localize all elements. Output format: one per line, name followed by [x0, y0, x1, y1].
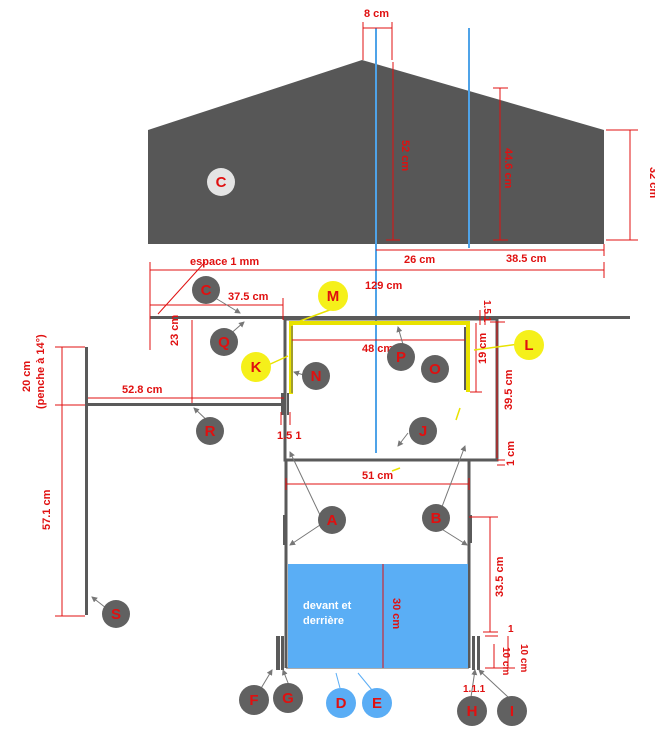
marker-q: Q [210, 328, 238, 356]
dim-10cm-a: 10 cm [518, 644, 529, 672]
svg-text:A: A [327, 512, 338, 529]
dim-1-small: 1 [508, 624, 514, 635]
dim-39-5cm: 39.5 cm [503, 369, 515, 410]
svg-text:F: F [249, 692, 258, 709]
marker-e: E [362, 688, 392, 718]
dim-37-5cm: 37.5 cm [228, 291, 269, 303]
marker-o: O [421, 355, 449, 383]
marker-d: D [326, 688, 356, 718]
marker-k: K [241, 352, 271, 382]
svg-text:Q: Q [218, 334, 230, 351]
marker-f: F [239, 685, 269, 715]
svg-text:D: D [336, 695, 347, 712]
svg-text:S: S [111, 606, 121, 623]
glass-note-line2: derrière [303, 615, 344, 627]
marker-j: J [409, 417, 437, 445]
marker-a: A [318, 506, 346, 534]
marker-n: N [302, 362, 330, 390]
dim-129cm: 129 cm [365, 280, 403, 292]
marker-g: G [273, 683, 303, 713]
marker-r: R [196, 417, 224, 445]
dim-1-5-1-top: 1.5 1 [481, 300, 492, 323]
svg-text:C: C [216, 174, 227, 191]
dim-19cm: 19 cm [477, 333, 489, 364]
svg-text:E: E [372, 695, 382, 712]
svg-text:L: L [524, 337, 533, 354]
marker-p: P [387, 343, 415, 371]
yellow-frame [289, 321, 470, 394]
left-post [85, 347, 88, 615]
dim-51cm: 51 cm [362, 470, 393, 482]
marker-m: M [318, 281, 348, 311]
dim-48cm: 48 cm [362, 343, 393, 355]
svg-text:K: K [251, 359, 262, 376]
dim-1-1-1: 1.1.1 [463, 684, 486, 695]
dim-33-5cm: 33.5 cm [494, 556, 506, 597]
dim-57-1cm: 57.1 cm [41, 489, 53, 530]
glass-panel [288, 564, 468, 668]
svg-text:N: N [311, 368, 322, 385]
marker-i: I [497, 696, 527, 726]
dim-1-5-1-mid: 1.5 1 [277, 430, 301, 442]
svg-text:G: G [282, 690, 294, 707]
dim-20cm: 20 cm [21, 361, 33, 392]
dim-23cm: 23 cm [169, 315, 181, 346]
svg-text:M: M [327, 288, 340, 305]
dim-38-5cm: 38.5 cm [506, 253, 547, 265]
svg-text:R: R [205, 423, 216, 440]
marker-b: B [422, 504, 450, 532]
glass-note-line1: devant et [303, 600, 352, 612]
dim-espace: espace 1 mm [190, 256, 259, 268]
svg-text:J: J [419, 423, 427, 440]
svg-text:C: C [201, 282, 212, 299]
svg-text:B: B [431, 510, 442, 527]
marker-c-shelf: C [192, 276, 220, 304]
dim-30cm: 30 cm [390, 598, 402, 629]
dim-penche: (penche à 14°) [35, 334, 47, 409]
dim-32cm: 32 cm [647, 167, 655, 198]
svg-text:P: P [396, 349, 406, 366]
dim-8cm: 8 cm [364, 8, 389, 20]
marker-l: L [514, 330, 544, 360]
dim-52cm: 52 cm [399, 140, 411, 171]
svg-text:O: O [429, 361, 441, 378]
dimension-lines [55, 22, 638, 669]
marker-s: S [102, 600, 130, 628]
left-shelf [88, 403, 284, 406]
dim-52-8cm: 52.8 cm [122, 384, 163, 396]
marker-c-top: C [207, 168, 235, 196]
dim-26cm: 26 cm [404, 254, 435, 266]
svg-text:H: H [467, 703, 478, 720]
dim-10cm-b: 10 cm [500, 647, 511, 675]
svg-text:I: I [510, 703, 514, 720]
marker-h: H [457, 696, 487, 726]
dim-44-6cm: 44.6 cm [502, 148, 514, 189]
dim-1cm: 1 cm [505, 441, 517, 466]
